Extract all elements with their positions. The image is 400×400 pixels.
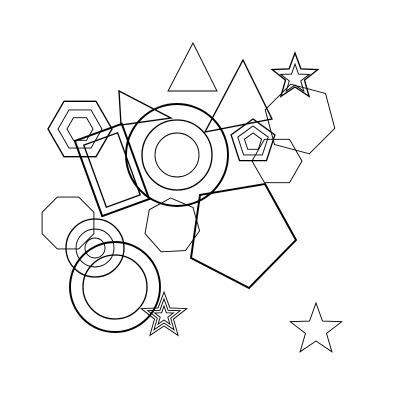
circle-left-middle [75,228,115,268]
circle-center-inner [154,132,200,178]
shapes-layer [41,42,343,353]
pentagon-large [189,182,298,290]
circle-bottom-inner [82,254,148,320]
hexagon-left-outer [47,100,113,158]
rectangle-tilted-outer [73,122,151,218]
star-small-middle [146,297,182,331]
triangle-left-small [118,89,174,126]
hexagon-right-large [264,83,336,155]
circle-center-outer [125,103,229,207]
star-small-outer [139,290,189,337]
circle-left-inner [84,237,106,259]
star-small-inner [153,304,175,326]
rectangle-tilted-inner [82,131,142,209]
hexagon-left-middle [57,109,103,149]
pentagon-small-middle [237,125,269,156]
star-bottom-right [289,301,343,353]
star-top-right-inner [279,62,311,93]
hexagon-left-inner [66,117,94,141]
pentagon-small-outer [230,118,276,162]
star-top-right-outer [270,51,320,98]
pentagon-small-inner [243,132,263,150]
heptagon-center [144,197,201,253]
triangle-top [167,42,218,92]
circle-left-outer [65,218,125,278]
octagon-left [41,196,95,250]
circle-bottom-outer [69,241,161,333]
circle-center-middle [141,119,213,191]
triangle-right [203,58,273,133]
